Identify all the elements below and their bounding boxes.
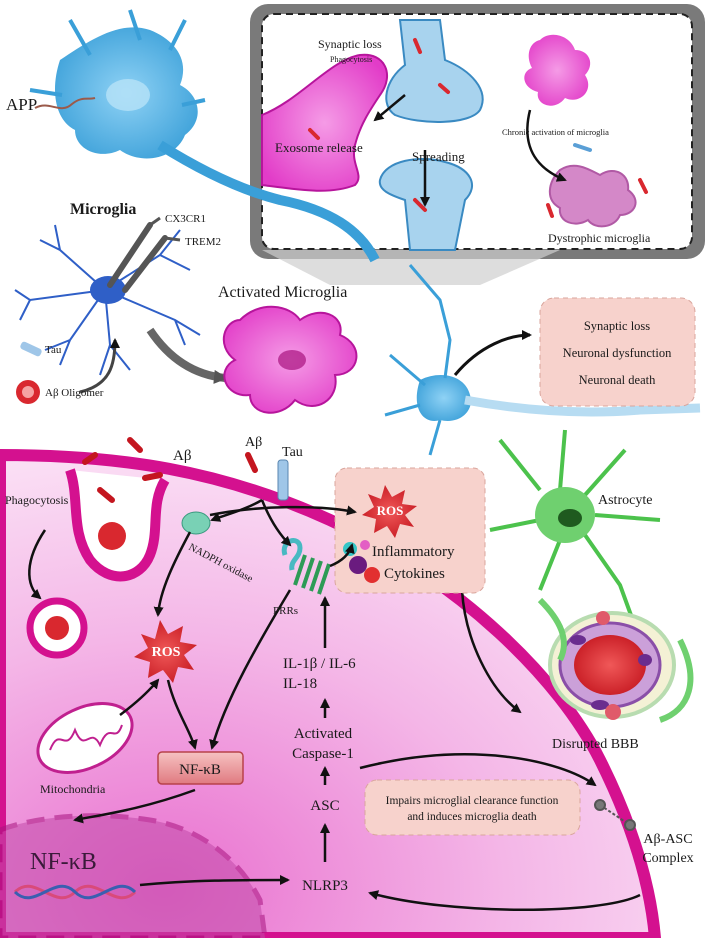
activated-microglia-label: Activated Microglia bbox=[218, 284, 347, 301]
tau-label: Tau bbox=[282, 445, 303, 460]
bbb-vessel bbox=[537, 597, 694, 723]
phagocytosed-abeta bbox=[98, 522, 126, 550]
outcome-box bbox=[539, 297, 696, 407]
blue-neuron-mid bbox=[384, 264, 701, 456]
inflammatory-label: Inflammatory bbox=[372, 544, 455, 560]
healthy-microglia-inset bbox=[524, 34, 591, 106]
app-strand bbox=[34, 97, 96, 110]
dystrophic-microglia-label: Dystrophic microglia bbox=[548, 231, 651, 245]
cx3cr1-pointer bbox=[149, 216, 161, 227]
activated-label: Activated bbox=[294, 726, 353, 742]
impairs-box bbox=[364, 779, 581, 836]
abeta-label-left: Aβ bbox=[173, 448, 191, 464]
abeta-oligomer-label: Aβ Oligomer bbox=[45, 387, 104, 399]
cytokine-purple bbox=[349, 556, 367, 574]
ros-mid-star bbox=[134, 620, 197, 683]
cytokine-pink bbox=[360, 540, 370, 550]
phagosome-abeta bbox=[45, 616, 69, 640]
nlrp3-label: NLRP3 bbox=[302, 878, 348, 894]
prr-receptors bbox=[293, 554, 331, 595]
trem2-label: TREM2 bbox=[185, 236, 221, 248]
abeta-asc-icon bbox=[594, 799, 636, 831]
tau-legend-label: Tau bbox=[45, 344, 62, 356]
nadph-oxidase bbox=[181, 511, 211, 535]
outcome-neuronal-death: Neuronal death bbox=[579, 373, 656, 387]
astrocyte-shape bbox=[489, 429, 661, 641]
cytokines-label: Cytokines bbox=[384, 566, 445, 582]
mitochondria-label: Mitochondria bbox=[40, 782, 106, 796]
complex-label: Complex bbox=[642, 851, 693, 866]
spreading-label: Spreading bbox=[412, 149, 465, 164]
blue-neuron-top bbox=[29, 9, 380, 263]
abeta-fragments bbox=[82, 437, 258, 503]
nfkb-nucleus-label: NF-κB bbox=[30, 849, 97, 875]
inset-phagocytosis: Phagocytosis bbox=[330, 55, 372, 64]
disrupted-bbb-label: Disrupted BBB bbox=[552, 737, 639, 752]
phagocytosis-arrow bbox=[373, 94, 406, 122]
nfkb-box bbox=[157, 751, 244, 785]
nucleus bbox=[0, 813, 268, 938]
activated-microglia-nucleus bbox=[278, 350, 306, 370]
receptors bbox=[107, 222, 168, 293]
chronic-arrow bbox=[526, 109, 567, 182]
abeta-oligomer-icon bbox=[16, 380, 40, 404]
cytokine-red bbox=[364, 567, 380, 583]
ros-top-star bbox=[362, 485, 417, 538]
mitochondria-shape bbox=[36, 702, 134, 774]
resting-microglia-soma bbox=[90, 276, 126, 304]
inset-microglia bbox=[261, 53, 389, 192]
inset-synaptic-loss: Synaptic loss bbox=[318, 37, 382, 51]
tau-fragment bbox=[277, 459, 289, 501]
trem2-pointer bbox=[164, 236, 181, 242]
abeta-asc-label: Aβ-ASC bbox=[643, 832, 692, 847]
outcome-synaptic-loss: Synaptic loss bbox=[584, 319, 650, 333]
outcome-neuronal-dysfunction: Neuronal dysfunction bbox=[563, 346, 672, 360]
abeta-label-mid: Aβ bbox=[245, 435, 262, 450]
dystrophic-microglia-shape bbox=[548, 164, 637, 228]
chronic-activation-label: Chronic activation of microglia bbox=[502, 127, 609, 137]
impairs-line-1: Impairs microglial clearance function bbox=[386, 795, 559, 807]
phagosome-arrow bbox=[28, 529, 47, 600]
caspase1-label: Caspase-1 bbox=[292, 746, 354, 762]
il18-label: IL-18 bbox=[283, 676, 317, 692]
impairs-line-2: and induces microglia death bbox=[407, 811, 537, 823]
cytokine-bbb-arrow bbox=[460, 589, 522, 714]
ros-mid-label: ROS bbox=[152, 645, 181, 660]
neuron-outcome-arrow bbox=[453, 330, 532, 376]
exosome-release-label: Exosome release bbox=[275, 140, 363, 155]
prrs-label: PRRs bbox=[273, 605, 298, 617]
ros-top-label: ROS bbox=[377, 503, 404, 518]
activation-arrow bbox=[146, 327, 228, 384]
pathway-arrows bbox=[73, 498, 641, 911]
microglia-label: Microglia bbox=[70, 201, 136, 218]
dna-helix bbox=[13, 884, 137, 900]
app-label: APP bbox=[6, 95, 37, 114]
astrocyte-label: Astrocyte bbox=[598, 493, 652, 508]
phagocytic-cup bbox=[65, 468, 170, 582]
il1b-il6-label: IL-1β / IL-6 bbox=[283, 656, 356, 672]
nfkb-box-label: NF-κB bbox=[179, 762, 221, 778]
phagocytosis-label: Phagocytosis bbox=[5, 493, 69, 507]
inset-fragments bbox=[308, 38, 648, 218]
presynaptic-terminal bbox=[385, 19, 484, 123]
asc-label: ASC bbox=[310, 798, 339, 814]
cx3cr1-label: CX3CR1 bbox=[165, 213, 206, 225]
legend-arrow bbox=[79, 338, 120, 394]
tau-legend-icon bbox=[20, 341, 42, 357]
